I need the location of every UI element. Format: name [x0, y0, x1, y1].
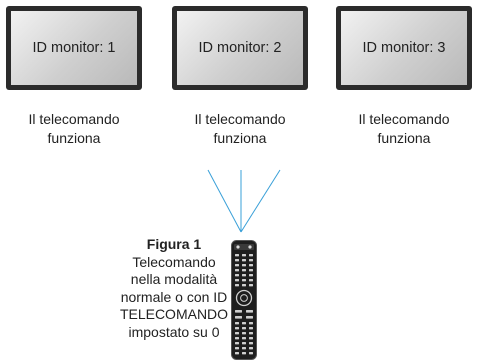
monitor-2-screen: ID monitor: 2	[177, 11, 303, 85]
monitor-1: ID monitor: 1	[6, 6, 142, 90]
figure-caption: Figura 1 Telecomando nella modalità norm…	[118, 236, 230, 341]
monitor-3: ID monitor: 3	[336, 6, 472, 90]
monitor-2: ID monitor: 2	[172, 6, 308, 90]
signal-line-right	[240, 169, 281, 233]
monitor-2-label: ID monitor: 2	[198, 40, 282, 56]
monitor-3-screen: ID monitor: 3	[341, 11, 467, 85]
remote-control-icon	[231, 240, 257, 360]
signal-line-left	[207, 169, 242, 233]
monitor-2-caption: Il telecomando funziona	[194, 111, 286, 146]
figure-title: Figura 1	[146, 236, 202, 252]
monitor-3-caption: Il telecomando funziona	[358, 111, 450, 146]
figure-text: Telecomando nella modalità normale o con…	[119, 253, 229, 340]
monitor-3-label: ID monitor: 3	[362, 40, 446, 56]
monitor-1-caption: Il telecomando funziona	[28, 111, 120, 146]
monitor-1-label: ID monitor: 1	[32, 40, 116, 56]
monitor-1-screen: ID monitor: 1	[11, 11, 137, 85]
